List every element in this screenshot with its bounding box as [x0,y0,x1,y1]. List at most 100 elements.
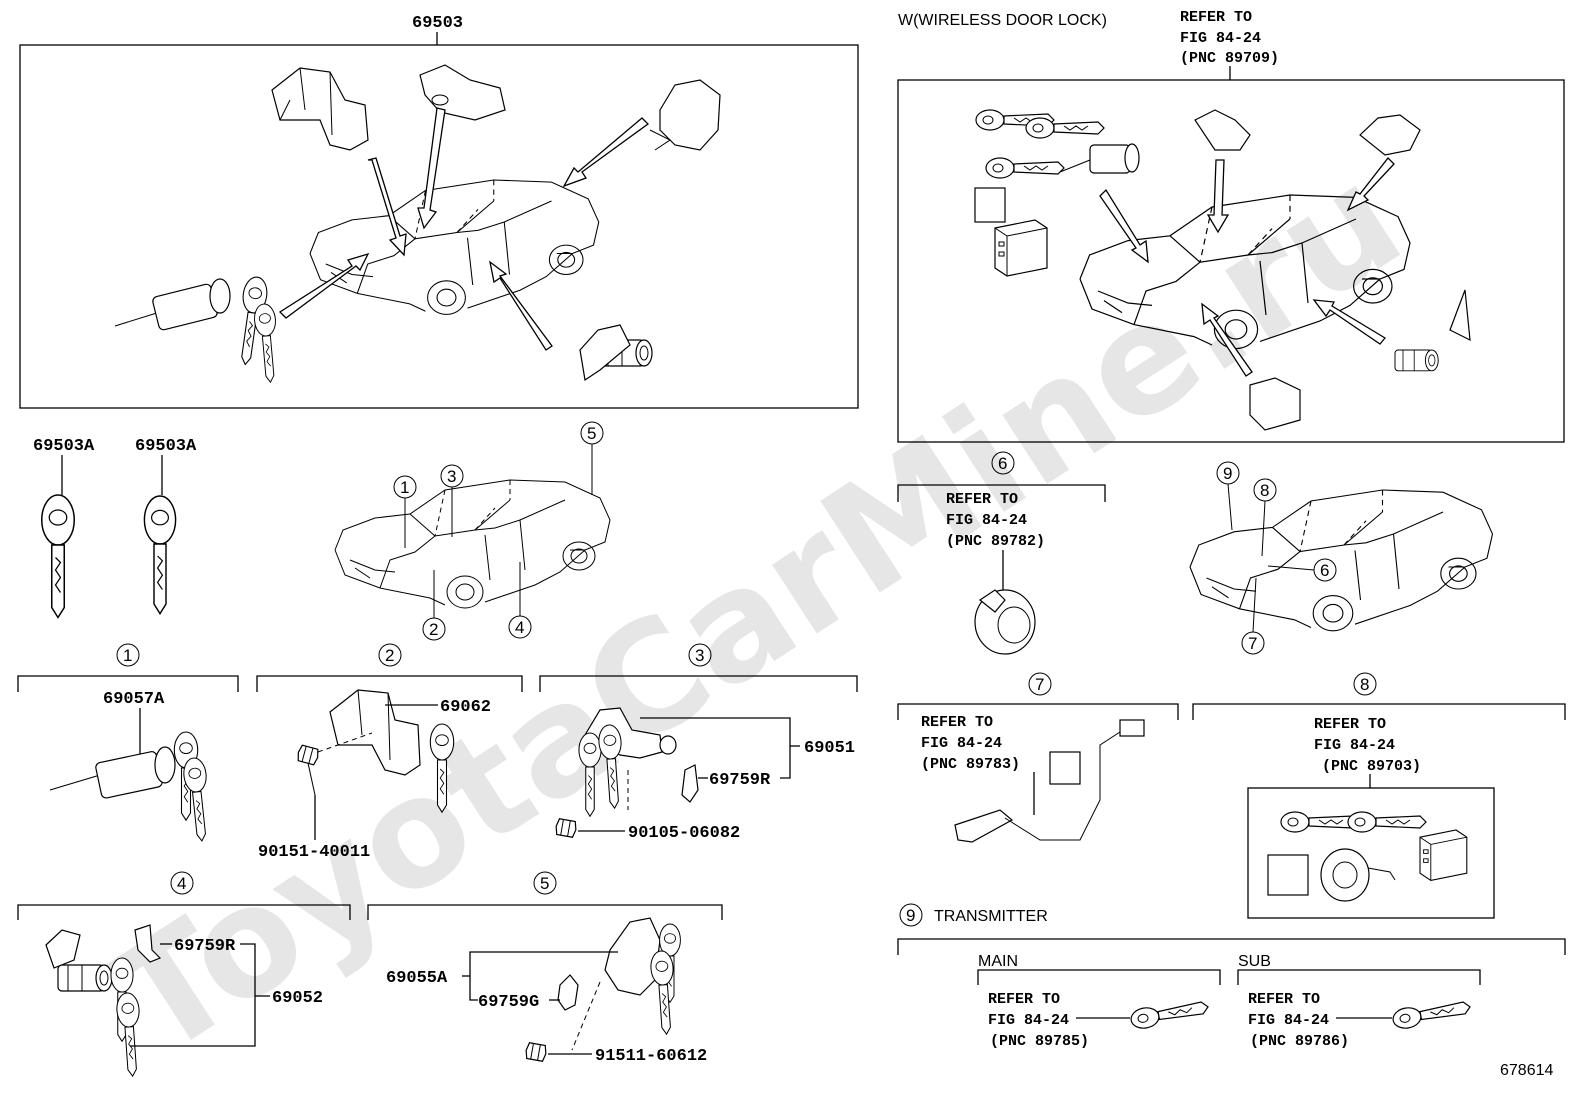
section-8-kit-illustration [1267,811,1468,902]
passenger-door-cylinder-parts [578,707,699,817]
section-4-number: 4 [177,874,186,893]
section-4-marker [170,871,194,895]
svg-text:2: 2 [429,620,438,639]
sub-transmitter-label: SUB [1238,953,1271,970]
door-lock-cylinder-parts [329,689,455,813]
section-8-marker [1353,672,1377,696]
rear-door-cylinder-parts [45,924,162,1078]
section-5-number: 5 [540,874,549,893]
sub-refer1: REFER TO [1248,991,1320,1008]
sub-key-illustration [143,495,177,615]
section-3-marker [688,643,712,667]
wireless-refer-line1: REFER TO [1180,9,1252,26]
car-illustration [309,179,600,315]
ignition-cylinder-parts [49,731,214,843]
section-1-number: 1 [123,646,132,665]
key-a-part-number: 69503A [33,437,95,456]
sub-refer2: FIG 84-24 [1248,1012,1329,1029]
svg-text:6: 6 [1320,561,1329,580]
section-2-marker [378,643,402,667]
section-6-refer3: (PNC 89782) [946,533,1045,550]
wireless-title: W(WIRELESS DOOR LOCK) [898,12,1107,29]
trunk-cylinder-parts [557,917,681,1036]
assembly-part-number: 69503 [412,14,463,33]
door-cylinder-illustration [579,324,653,382]
key-b-part-number: 69503A [135,437,197,456]
bolt-illustration [295,744,321,766]
rear-clip-part-number: 69759R [174,937,236,956]
wireless-frame [897,79,1565,443]
section-9-marker [899,903,923,927]
section-8-refer3: (PNC 89703) [1322,758,1421,775]
section-7-refer3: (PNC 89783) [921,756,1020,773]
section-3-number: 3 [695,646,704,665]
section-9-number: 9 [906,906,915,925]
callout-6: 6 [1267,558,1337,582]
section-8-frame [1247,787,1495,919]
main-assembly-frame [19,44,859,409]
svg-text:5: 5 [587,424,596,443]
callout-7: 7 [1241,577,1265,655]
svg-text:3: 3 [447,467,456,486]
section-8-refer1: REFER TO [1314,716,1386,733]
section-6-refer2: FIG 84-24 [946,512,1027,529]
right-callout-car-illustration [1189,489,1494,632]
section-7-number: 7 [1035,675,1044,694]
wireless-refer-line2: FIG 84-24 [1180,30,1261,47]
section-5-marker [533,871,557,895]
svg-text:1: 1 [400,478,409,497]
section-7-refer1: REFER TO [921,714,993,731]
main-transmitter-key-illustration [1128,996,1211,1031]
door-cylinder-part-number: 69062 [440,698,491,717]
callout-5: 5 [580,421,604,495]
svg-text:7: 7 [1248,634,1257,653]
wireless-keys-illustration [974,109,1105,277]
rear-cylinder-part-number: 69052 [272,989,323,1008]
trunk-bolt-part-number: 91511-60612 [595,1047,707,1066]
callout-8: 8 [1253,478,1277,557]
section-6-marker [991,451,1015,475]
bolt-illustration-2 [554,817,578,839]
wireless-cylinder-illustration [1059,109,1471,431]
master-key-illustration [41,494,75,619]
section-6-number: 6 [998,454,1007,473]
callout-car-illustration [334,479,611,609]
callout-4: 4 [508,562,532,639]
section-7-refer2: FIG 84-24 [921,735,1002,752]
section-6-ring-illustration [974,589,1036,655]
transmitter-title: TRANSMITTER [934,908,1048,925]
trunk-cylinder-part-number: 69055A [386,969,448,988]
trunk-lock-illustration [649,79,721,151]
passenger-cylinder-part-number: 69051 [804,739,855,758]
main-transmitter-label: MAIN [978,953,1018,970]
section-2-number: 2 [385,646,394,665]
ignition-cylinder-part-number: 69057A [103,690,165,709]
door-lock-cylinder-illustration [271,67,369,151]
wireless-refer-line3: (PNC 89709) [1180,50,1279,67]
callout-1: 1 [393,475,417,548]
sub-transmitter-key-illustration [1390,996,1473,1031]
sub-refer3: (PNC 89786) [1250,1033,1349,1050]
section-7-marker [1028,672,1052,696]
callout-9: 9 [1216,461,1240,531]
trunk-clip-part-number: 69759G [478,993,539,1012]
svg-text:4: 4 [515,618,524,637]
section-1-marker [116,643,140,667]
passenger-clip-part-number: 69759R [709,771,771,790]
bolt-illustration-3 [524,1041,548,1063]
main-refer3: (PNC 89785) [990,1033,1089,1050]
glove-lock-illustration [419,64,506,121]
main-refer2: FIG 84-24 [988,1012,1069,1029]
section-8-number: 8 [1360,675,1369,694]
main-refer1: REFER TO [988,991,1060,1008]
svg-text:9: 9 [1223,464,1232,483]
ignition-cylinder-illustration [114,275,282,384]
callout-3: 3 [440,464,464,537]
section-7-harness-illustration [954,719,1145,843]
callout-2: 2 [422,570,446,641]
section-8-refer2: FIG 84-24 [1314,737,1395,754]
watermark: ToyotaCarMine.ru [85,132,1431,1090]
section-6-refer1: REFER TO [946,491,1018,508]
passenger-bolt-part-number: 90105-06082 [628,824,740,843]
